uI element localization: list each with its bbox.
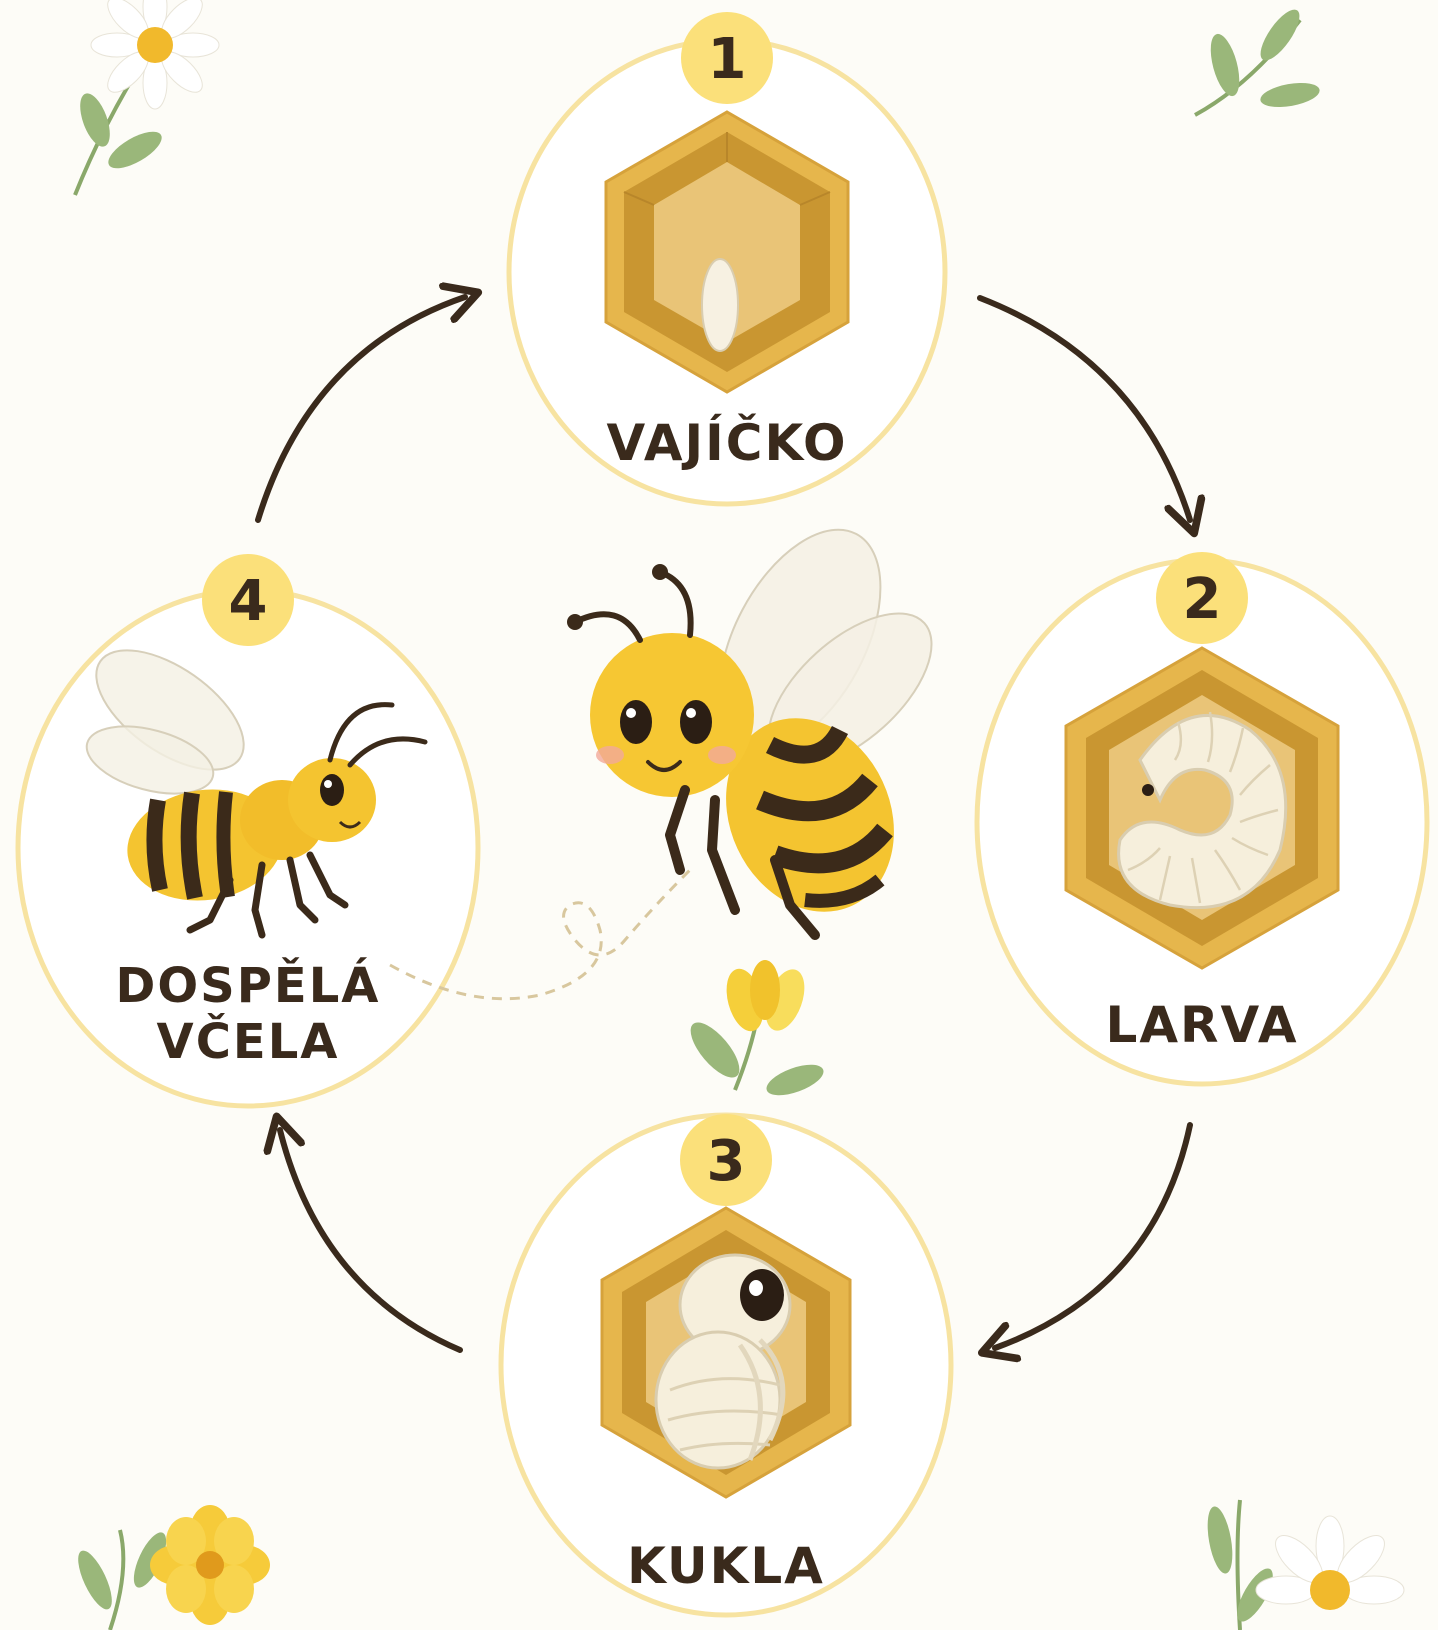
stage-2-label: LARVA (1105, 996, 1298, 1054)
center-bee (390, 504, 958, 999)
arrow-stage-4-to-1 (258, 297, 465, 520)
flowers-bottom-left-icon (72, 1505, 270, 1630)
daisy-top-left-icon (74, 0, 219, 195)
stage-4-label-line1: DOSPĚLÁ (116, 957, 381, 1014)
stage-4: 4 DOSPĚLÁ VČELA (18, 554, 478, 1106)
stage-2: 2 LARVA (977, 552, 1427, 1084)
stage-1-number: 1 (708, 27, 747, 92)
stage-1-label: VAJÍČKO (607, 413, 848, 472)
stage-3-number: 3 (707, 1129, 746, 1194)
arrow-stage-2-to-3 (995, 1125, 1190, 1348)
stage-1: 1 VAJÍČKO (509, 12, 945, 504)
stage-3-label: KUKLA (627, 1537, 825, 1595)
stage-4-label-line2: VČELA (157, 1013, 340, 1070)
leaf-sprig-top-right-icon (1195, 4, 1321, 115)
arrow-stage-3-to-4 (280, 1130, 460, 1350)
yellow-flower-center-icon (682, 960, 827, 1102)
cartoon-bee-icon (567, 504, 958, 940)
stage-4-number: 4 (229, 569, 268, 634)
arrow-stage-1-to-2 (980, 298, 1190, 520)
stage-2-number: 2 (1183, 567, 1222, 632)
stage-3: 3 KUKLA (501, 1114, 951, 1615)
daisy-bottom-right-icon (1203, 1500, 1404, 1630)
